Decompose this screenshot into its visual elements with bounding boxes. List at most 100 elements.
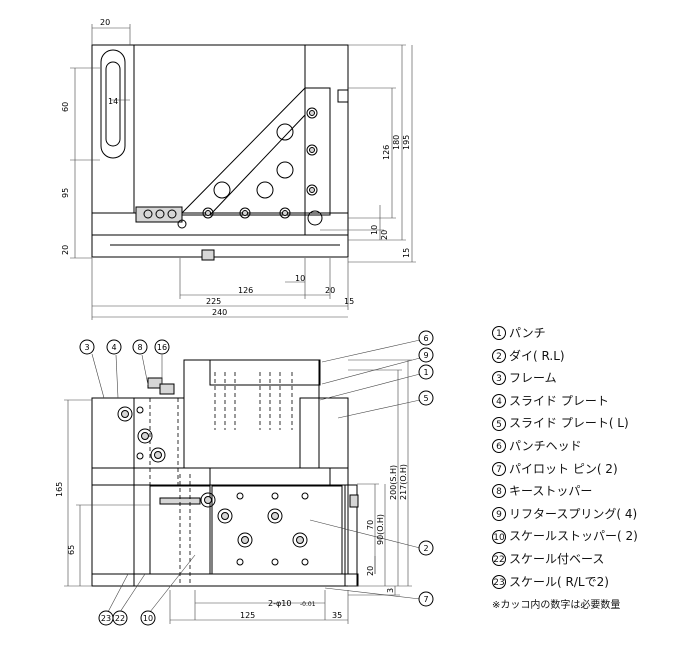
dim-front-35: 35 xyxy=(332,611,342,620)
dim-top-240: 240 xyxy=(212,308,227,317)
slide-plate-5 xyxy=(299,397,349,469)
legend-number: 9 xyxy=(492,507,506,522)
dim-top-14: 14 xyxy=(108,97,118,106)
legend-number: 22 xyxy=(492,552,506,567)
frame-step xyxy=(91,165,134,214)
legend-label: キーストッパー xyxy=(509,484,593,499)
balloon-22: 22 xyxy=(115,614,125,623)
legend-number: 10 xyxy=(492,529,506,544)
legend-number: 5 xyxy=(492,416,506,431)
dim-top-20-width: 20 xyxy=(100,18,110,27)
dim-top-10-horizontal: 10 xyxy=(295,274,305,283)
dim-front-3: 3 xyxy=(386,588,395,593)
legend-number: 4 xyxy=(492,394,506,409)
dim-top-10-vertical: 10 xyxy=(370,225,379,235)
legend-number: 1 xyxy=(492,326,506,341)
balloon-16: 16 xyxy=(157,343,167,352)
top-slide-plate xyxy=(91,44,135,214)
legend-number: 2 xyxy=(492,348,506,363)
legend-number: 7 xyxy=(492,461,506,476)
key-stopper xyxy=(135,206,183,223)
front-dim-lines xyxy=(64,359,412,624)
dim-top-195: 195 xyxy=(402,135,411,150)
punch-area xyxy=(183,359,320,469)
legend-label: スケール( R/Lで2) xyxy=(509,574,609,589)
dim-front-2-phi10: 2-φ10 xyxy=(268,599,291,608)
dim-front-165: 165 xyxy=(55,482,64,497)
dim-top-126-vertical: 126 xyxy=(382,145,391,160)
balloon-4: 4 xyxy=(111,343,116,352)
dim-front-125: 125 xyxy=(240,611,255,620)
dim-top-95: 95 xyxy=(61,188,70,198)
dim-front-20: 20 xyxy=(366,566,375,576)
dim-front-65: 65 xyxy=(67,545,76,555)
balloon-10: 10 xyxy=(143,614,153,623)
top-holes xyxy=(143,107,323,261)
punch-body xyxy=(209,468,331,486)
balloon-6: 6 xyxy=(423,334,428,343)
legend-number: 6 xyxy=(492,439,506,454)
balloon-23: 23 xyxy=(101,614,111,623)
lifter-springs xyxy=(149,372,293,586)
legend-note: ※カッコ内の数字は必要数量 xyxy=(492,600,621,612)
scale-base xyxy=(91,573,359,587)
balloon-3: 3 xyxy=(84,343,89,352)
balloon-2: 2 xyxy=(423,544,428,553)
part-balloons: 3 4 8 16 6 9 1 5 2 7 23 22 10 xyxy=(79,330,434,626)
front-view xyxy=(64,339,421,624)
dim-front-200sh: 200(S.H) xyxy=(389,465,398,500)
punch-head xyxy=(209,359,321,386)
legend-label: パイロット ピン( 2) xyxy=(509,461,618,476)
legend-number: 23 xyxy=(492,574,506,589)
legend-label: フレーム xyxy=(509,371,557,386)
dimension-labels: 20 60 14 95 20 126 180 195 10 20 15 10 1… xyxy=(55,18,411,620)
balloon-1: 1 xyxy=(423,368,428,377)
balloon-7: 7 xyxy=(423,595,428,604)
leader-lines xyxy=(91,339,421,613)
dim-front-90oh: 90(O.H) xyxy=(376,514,385,545)
dim-top-20-vertical: 20 xyxy=(380,230,389,240)
dim-top-126-horizontal: 126 xyxy=(238,286,253,295)
dim-front-tolerance: -0.01 xyxy=(300,601,316,608)
dim-top-15-horizontal: 15 xyxy=(344,297,354,306)
balloon-8: 8 xyxy=(137,343,142,352)
dim-front-217oh: 217(O.H) xyxy=(399,464,408,500)
legend-label: スライド プレート xyxy=(509,393,609,408)
legend-label: パンチヘッド xyxy=(509,438,582,453)
front-frame-left xyxy=(91,397,135,587)
die-right xyxy=(211,485,343,575)
base-edges xyxy=(92,234,348,246)
slot-inner xyxy=(105,61,121,147)
legend-number: 3 xyxy=(492,371,506,386)
dim-top-60: 60 xyxy=(61,102,70,112)
front-holes xyxy=(117,377,359,566)
legend-label: スケール付ベース xyxy=(509,551,605,566)
right-plate xyxy=(304,44,349,236)
legend-label: リフタースプリング( 4) xyxy=(509,506,638,521)
legend-number: 8 xyxy=(492,484,506,499)
dim-top-15-vertical: 15 xyxy=(402,248,411,258)
top-view xyxy=(70,24,416,320)
legend-label: スライド プレート( L) xyxy=(509,416,629,431)
slot xyxy=(100,49,126,159)
legend-label: ダイ( R.L) xyxy=(509,348,565,363)
diagonal-edge xyxy=(209,114,306,216)
balloon-9: 9 xyxy=(423,351,428,360)
dim-top-20-bottom: 20 xyxy=(61,245,70,255)
dim-top-180: 180 xyxy=(392,135,401,150)
dim-front-70: 70 xyxy=(366,520,375,530)
legend-label: スケールストッパー( 2) xyxy=(509,529,638,544)
bolt-head xyxy=(337,89,349,103)
